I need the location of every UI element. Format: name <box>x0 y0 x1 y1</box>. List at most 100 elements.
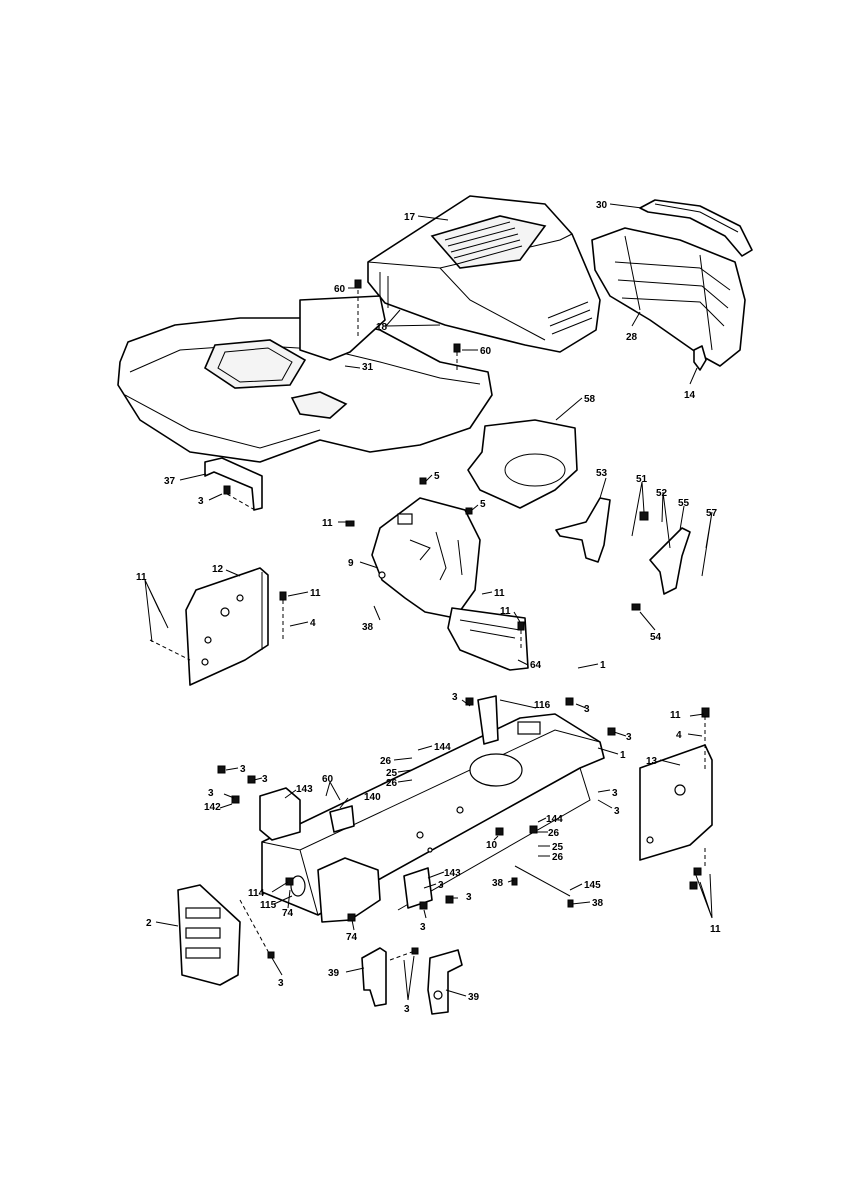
callout-13: 13 <box>646 756 658 767</box>
callout-39: 39 <box>468 992 480 1003</box>
callout-14-a: 11 <box>322 518 333 529</box>
bracket-39-part <box>427 949 463 1015</box>
bracket-39-hole <box>433 990 443 1000</box>
callout-26-c: 26 <box>548 828 560 839</box>
callout-51: 51 <box>636 474 648 485</box>
dash-panel-part <box>371 497 481 619</box>
callout-25-b: 25 <box>552 842 564 853</box>
callout-3-h: 3 <box>612 788 618 799</box>
callout-14-b: 11 <box>136 572 147 583</box>
callout-26-d: 26 <box>552 852 564 863</box>
callout-55: 55 <box>678 498 690 509</box>
callout-3-c: 3 <box>584 704 590 715</box>
callout-37-b: 38 <box>492 878 504 889</box>
callout-12: 14 <box>684 390 696 401</box>
callout-144-a: 144 <box>434 742 451 753</box>
callout-3-l: 3 <box>420 922 426 933</box>
bracket-31-part <box>204 457 263 511</box>
callout-14-e: 11 <box>500 606 511 617</box>
callout-37-c: 38 <box>592 898 604 909</box>
callout-14-g: 11 <box>710 924 721 935</box>
callout-37-a: 38 <box>362 622 374 633</box>
callout-145: 145 <box>584 880 601 891</box>
callout-64: 64 <box>530 660 542 671</box>
callout-3-a: 3 <box>198 496 204 507</box>
callout-labels: 17 30 60 18 60 31 28 14 58 37 3 5 5 11 9… <box>136 200 721 1015</box>
callout-115: 142 <box>204 802 221 813</box>
callout-54: 54 <box>650 632 662 643</box>
callout-3-i: 3 <box>614 806 620 817</box>
callout-14-c: 11 <box>310 588 321 599</box>
callout-4-b: 4 <box>676 730 682 741</box>
callout-38: 39 <box>328 968 340 979</box>
callout-3-b: 3 <box>452 692 458 703</box>
callout-5-a: 5 <box>434 471 440 482</box>
bracket-12-part <box>693 345 707 371</box>
callout-3-d: 3 <box>626 732 632 743</box>
callout-3-e: 3 <box>240 764 246 775</box>
cover-part <box>467 419 578 509</box>
plate-142b-part <box>403 867 433 909</box>
callout-14-d: 11 <box>494 588 505 599</box>
callout-26-a: 26 <box>380 756 392 767</box>
callout-1: 1 <box>600 660 606 671</box>
panel-2-part <box>177 884 241 986</box>
leader-lines <box>149 290 706 961</box>
grille-part <box>591 227 746 367</box>
callout-14-f: 11 <box>670 710 681 721</box>
callout-74-a: 74 <box>282 908 294 919</box>
callout-5-b: 5 <box>480 499 486 510</box>
callout-53: 53 <box>596 468 608 479</box>
callout-9: 9 <box>348 558 354 569</box>
bracket-53-part <box>555 497 611 563</box>
plate-142-part <box>259 787 301 841</box>
callout-60-mid: 60 <box>480 346 492 357</box>
callout-3-g: 3 <box>208 788 214 799</box>
callout-30: 31 <box>362 362 374 373</box>
callout-140: 116 <box>534 700 551 711</box>
callout-114: 114 <box>248 888 265 899</box>
fender-part <box>117 295 493 463</box>
bracket-140-part <box>477 695 499 745</box>
callout-4-a: 4 <box>310 618 316 629</box>
hood-part <box>367 195 601 353</box>
callout-74-b: 74 <box>346 932 358 943</box>
callout-25-a: 25 <box>386 768 398 779</box>
callout-26-b: 26 <box>386 778 398 789</box>
fasteners <box>217 279 710 959</box>
plate-143-part <box>329 805 355 833</box>
axle-plate-part <box>317 857 381 923</box>
callout-52: 52 <box>656 488 668 499</box>
callout-3-f: 3 <box>262 774 268 785</box>
callout-143: 140 <box>364 792 381 803</box>
callout-28: 28 <box>626 332 638 343</box>
callout-60-top: 60 <box>334 284 346 295</box>
bracket-38-part <box>361 947 387 1007</box>
bracket-55-part <box>649 527 691 595</box>
callout-29: 30 <box>596 200 608 211</box>
callout-31: 37 <box>164 476 176 487</box>
callout-10: 10 <box>486 840 498 851</box>
callout-3-n: 3 <box>404 1004 410 1015</box>
callout-17: 17 <box>404 212 416 223</box>
callout-18: 18 <box>376 322 388 333</box>
callout-142-b: 143 <box>444 868 461 879</box>
callout-2: 2 <box>146 918 152 929</box>
axle-hole-part <box>290 875 306 897</box>
callout-1-main: 1 <box>620 750 626 761</box>
bumper-part <box>639 199 753 257</box>
callout-3-m: 3 <box>278 978 284 989</box>
callout-11: 12 <box>212 564 224 575</box>
bracket-64-part <box>447 607 529 671</box>
side-panel-13-part <box>639 744 713 861</box>
rod-145-part <box>514 865 571 897</box>
callout-leaders <box>144 203 713 1001</box>
side-panel-11-part <box>185 567 269 686</box>
callout-142-a: 143 <box>296 784 313 795</box>
callout-3-k: 3 <box>466 892 472 903</box>
callout-60-low: 60 <box>322 774 334 785</box>
callout-57: 57 <box>706 508 718 519</box>
callout-116: 115 <box>260 900 277 911</box>
callout-144-b: 144 <box>546 814 563 825</box>
